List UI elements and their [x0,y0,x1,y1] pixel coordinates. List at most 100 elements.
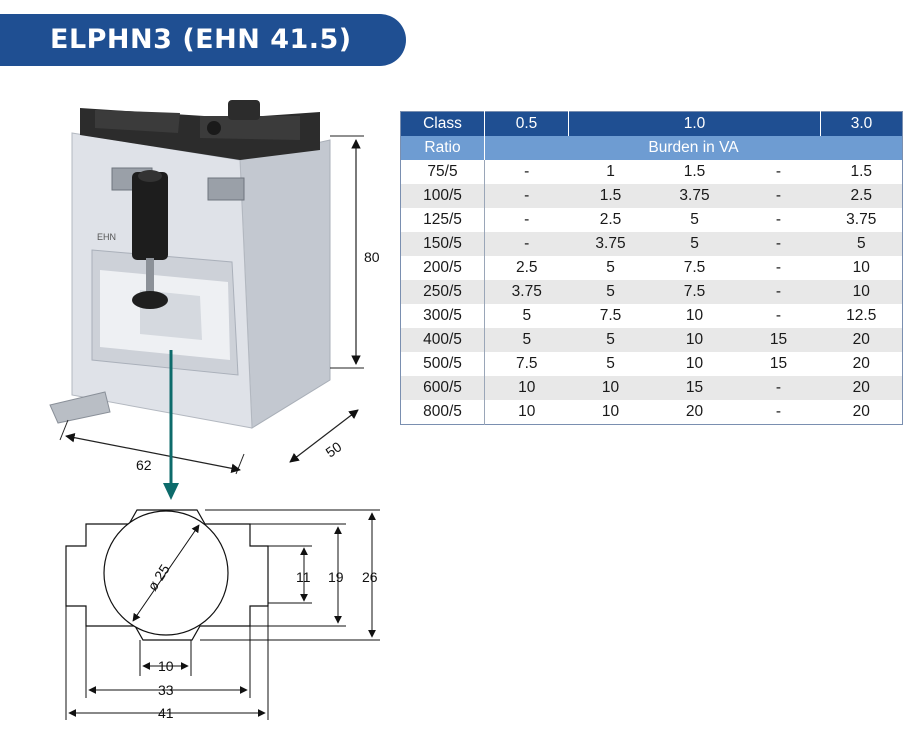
burden-cell: 10 [820,256,903,280]
burden-cell: 20 [820,376,903,400]
burden-cell: 1 [568,160,653,184]
ratio-cell: 150/5 [400,232,485,256]
burden-cell: 15 [736,328,821,352]
current-transformer-illustration: EHN [49,100,331,429]
burden-cell: - [736,376,821,400]
burden-cell: 10 [652,304,737,328]
burden-cell: 5 [652,232,737,256]
burden-cell: - [736,184,821,208]
burden-cell: 10 [820,280,903,304]
burden-cell: 5 [568,280,653,304]
burden-cell: 3.75 [820,208,903,232]
burden-cell: 10 [568,400,653,425]
ratio-cell: 200/5 [400,256,485,280]
burden-cell: 5 [568,352,653,376]
class-10-header: 1.0 [567,111,821,136]
burden-cell: 10 [652,328,737,352]
burden-cell: 10 [484,400,569,425]
burden-cell: 5 [652,208,737,232]
burden-cell: 5 [484,328,569,352]
burden-cell: 2.5 [568,208,653,232]
burden-cell: 1.5 [652,160,737,184]
burden-cell: 10 [484,376,569,400]
ratio-cell: 100/5 [400,184,485,208]
dim-33-label: 33 [158,682,174,698]
dim-depth-label: 50 [323,438,345,460]
burden-cell: 10 [652,352,737,376]
burden-cell: - [736,232,821,256]
burden-cell: - [484,160,569,184]
pointer-arrow-head [163,483,179,500]
burden-cell: - [484,208,569,232]
burden-header-label: Burden in VA [483,136,903,160]
burden-cell: 20 [820,328,903,352]
class-header-label: Class [400,111,485,136]
class-30-header: 3.0 [820,111,903,136]
class-header-row: Class 0.5 1.0 3.0 [400,111,903,136]
dim-41-label: 41 [158,705,174,721]
burden-cell: 7.5 [568,304,653,328]
burden-cell: 1.5 [820,160,903,184]
burden-cell: 5 [568,328,653,352]
ratio-cell: 125/5 [400,208,485,232]
ratio-cell: 800/5 [400,400,485,425]
burden-cell: - [736,256,821,280]
dim-11-label: 11 [296,569,311,585]
title-banner: ELPHN3 (EHN 41.5) [0,14,406,66]
burden-cell: 3.75 [484,280,569,304]
ratio-cell: 300/5 [400,304,485,328]
burden-cell: - [736,400,821,425]
burden-cell: 15 [736,352,821,376]
brand-mark: EHN [97,232,116,242]
ratio-cell: 75/5 [400,160,485,184]
burden-cell: 7.5 [484,352,569,376]
burden-cell: 5 [568,256,653,280]
ratio-header-row: Ratio Burden in VA [400,136,903,160]
dim-height-label: 80 [364,249,380,265]
burden-cell: 15 [652,376,737,400]
product-dimension-lines: 80 62 50 [59,135,380,475]
burden-cell: 1.5 [568,184,653,208]
ratio-cell: 250/5 [400,280,485,304]
burden-cell: - [484,184,569,208]
burden-cell: 2.5 [820,184,903,208]
burden-cell: 5 [484,304,569,328]
class-05-header: 0.5 [484,111,569,136]
dim-width-label: 62 [136,457,152,473]
burden-cell: - [736,304,821,328]
burden-table: Class 0.5 1.0 3.0 Ratio Burden in VA 75/… [400,111,904,425]
burden-cell: - [736,208,821,232]
burden-cell: 20 [820,352,903,376]
dim-26-label: 26 [362,569,378,585]
page-title: ELPHN3 (EHN 41.5) [50,24,352,55]
dimension-drawing: ø 25 11 19 26 10 33 41 [65,509,380,721]
burden-cell: - [736,280,821,304]
burden-cell: 7.5 [652,280,737,304]
burden-cell: 20 [652,400,737,425]
ratio-cell: 400/5 [400,328,485,352]
ratio-header-label: Ratio [400,136,485,160]
burden-cell: 12.5 [820,304,903,328]
burden-cell: 7.5 [652,256,737,280]
ratio-cell: 500/5 [400,352,485,376]
dim-10-label: 10 [158,658,174,674]
burden-cell: - [736,160,821,184]
burden-cell: - [484,232,569,256]
burden-cell: 20 [820,400,903,425]
burden-cell: 5 [820,232,903,256]
burden-cell: 2.5 [484,256,569,280]
burden-cell: 3.75 [568,232,653,256]
